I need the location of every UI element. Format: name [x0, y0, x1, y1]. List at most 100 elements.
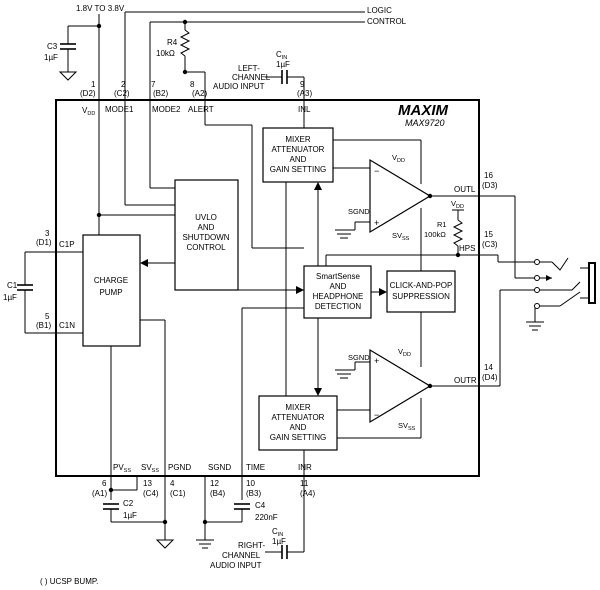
pin-13: 13	[143, 479, 152, 488]
mixer-l-1: MIXER	[285, 135, 311, 144]
smart-1: SmartSense	[316, 272, 361, 281]
pin-2-bump: (C2)	[114, 89, 130, 98]
mixer-r-4: GAIN SETTING	[270, 433, 326, 442]
c1-value: 1µF	[3, 293, 17, 302]
amp-l-vdd: VDD	[392, 153, 405, 164]
click-1: CLICK-AND-POP	[390, 281, 453, 290]
smart-3: HEADPHONE	[313, 292, 364, 301]
pin-2: 2	[121, 80, 126, 89]
pin-sgnd: SGND	[208, 463, 231, 472]
uvlo-block	[174, 179, 239, 291]
pin-14: 14	[484, 363, 493, 372]
cin-bottom-label: CIN	[272, 527, 283, 538]
logic-label: LOGIC	[367, 6, 392, 15]
cin-top-value: 1µF	[276, 60, 290, 69]
mixer-r-3: AND	[290, 423, 307, 432]
amp-r-plus: +	[374, 356, 379, 366]
pin-outl: OUTL	[454, 185, 476, 194]
smart-4: DETECTION	[315, 302, 361, 311]
pin-c1p: C1P	[59, 240, 75, 249]
charge-pump-block	[82, 234, 141, 347]
r4-label: R4	[167, 38, 178, 47]
pin-time: TIME	[246, 463, 265, 472]
pin-8-bump: (A2)	[192, 89, 207, 98]
mixer-r-1: MIXER	[285, 403, 311, 412]
c2-label: C2	[123, 499, 134, 508]
r1-vdd: VDD	[451, 199, 464, 210]
cin-top-label: CIN	[276, 50, 287, 61]
smart-2: AND	[330, 282, 347, 291]
pin-1-bump: (D2)	[80, 89, 96, 98]
smartsense-block	[303, 265, 372, 319]
pin-svss: SVSS	[141, 463, 159, 474]
pin-12: 12	[210, 479, 219, 488]
pin-7: 7	[151, 80, 156, 89]
mixer-l-3: AND	[290, 155, 307, 164]
pin-16: 16	[484, 171, 493, 180]
pin-8: 8	[190, 80, 195, 89]
charge-text-1: CHARGE	[94, 276, 128, 285]
c1-label: C1	[7, 281, 18, 290]
supply-label: 1.8V TO 3.8V	[76, 4, 125, 13]
ground-pgnd	[155, 539, 175, 549]
amp-r-minus: −	[374, 410, 379, 420]
pin-15-bump: (C3)	[482, 240, 498, 249]
mixer-l-4: GAIN SETTING	[270, 165, 326, 174]
r4-resistor	[179, 29, 191, 57]
c4-value: 220nF	[255, 513, 278, 522]
pin-vdd: VDD	[82, 106, 95, 117]
pin-inr: INR	[298, 463, 312, 472]
uvlo-text-3: SHUTDOWN	[182, 233, 229, 242]
r1-resistor	[452, 219, 464, 247]
c3-label: C3	[47, 42, 58, 51]
pin-7-bump: (B2)	[153, 89, 168, 98]
pin-5-bump: (B1)	[36, 321, 51, 330]
sgnd-l-label: SGND	[348, 207, 370, 216]
footnote: ( ) UCSP BUMP.	[40, 577, 98, 586]
sgnd-r-label: SGND	[348, 353, 370, 362]
right-channel-2: CHANNEL	[222, 551, 261, 560]
pin-6-bump: (A1)	[92, 489, 107, 498]
left-channel-2: CHANNEL	[232, 73, 271, 82]
pin-16-bump: (D3)	[482, 181, 498, 190]
r4-value: 10kΩ	[156, 49, 175, 58]
c2-value: 1µF	[123, 511, 137, 520]
left-channel-3: AUDIO INPUT	[213, 82, 265, 91]
r1-label: R1	[437, 220, 447, 229]
control-label: CONTROL	[367, 17, 407, 26]
part-number: MAX9720	[405, 118, 445, 128]
pin-outr: OUTR	[454, 376, 477, 385]
headphone-jack	[534, 257, 596, 309]
amp-r-vdd: VDD	[398, 347, 411, 358]
maxim-logo: MAXIM	[398, 102, 449, 119]
uvlo-text-1: UVLO	[195, 213, 217, 222]
pin-4: 4	[170, 479, 175, 488]
pin-mode2: MODE2	[152, 105, 181, 114]
pin-13-bump: (C4)	[143, 489, 159, 498]
amp-right	[369, 348, 432, 424]
amp-l-minus: −	[374, 166, 379, 176]
pin-mode1: MODE1	[105, 105, 134, 114]
pin-9: 9	[300, 80, 305, 89]
pin-10-bump: (B3)	[246, 489, 261, 498]
pin-1: 1	[91, 80, 96, 89]
amp-left	[369, 158, 432, 234]
c3-value: 1µF	[44, 53, 58, 62]
pin-9-bump: (A3)	[297, 89, 312, 98]
ic-outline	[55, 99, 480, 477]
uvlo-text-4: CONTROL	[186, 243, 226, 252]
pin-6: 6	[102, 479, 107, 488]
pin-10: 10	[246, 479, 255, 488]
pin-11-bump: (A4)	[300, 489, 315, 498]
amp-r-vss: SVSS	[398, 421, 416, 432]
charge-text-2: PUMP	[99, 288, 122, 297]
pin-pgnd: PGND	[168, 463, 191, 472]
cin-bottom-value: 1µF	[272, 537, 286, 546]
pin-3: 3	[45, 229, 50, 238]
amp-l-vss: SVSS	[392, 231, 410, 242]
pin-15: 15	[484, 230, 493, 239]
c4-label: C4	[255, 501, 266, 510]
pin-hps: HPS	[459, 244, 475, 253]
amp-l-plus: +	[374, 218, 379, 228]
